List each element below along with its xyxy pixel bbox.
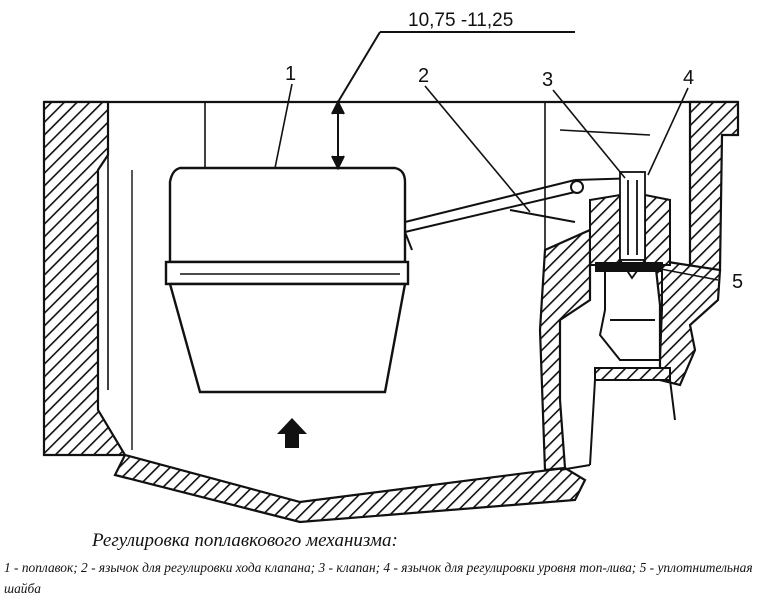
left-chamber-wall	[42, 100, 127, 457]
fuel-inlet-passage	[559, 272, 676, 471]
float	[164, 166, 410, 394]
callout-1: 1	[285, 63, 296, 85]
callout-2: 2	[418, 65, 429, 87]
dimension-value: 10,75 -11,25	[408, 10, 513, 31]
callout-4: 4	[683, 67, 694, 89]
float-lever	[404, 177, 641, 251]
chamber-floor	[113, 453, 587, 524]
figure-title: Регулировка поплавкового механизма:	[92, 530, 398, 551]
right-body-wall	[538, 228, 592, 472]
float-mechanism-diagram: 10,75 -11,25 1 2 3 4 5	[42, 10, 743, 524]
callout-leaders	[274, 83, 719, 281]
right-lower-boss	[653, 258, 722, 387]
dimension-marker	[331, 31, 575, 171]
sealing-washer	[595, 262, 663, 272]
right-upper-wall	[688, 100, 740, 272]
callout-3: 3	[542, 69, 553, 91]
flow-direction-arrow-icon	[277, 418, 307, 448]
figure-legend: 1 - поплавок; 2 - язычок для регулировки…	[4, 560, 753, 596]
callout-5: 5	[732, 271, 743, 293]
